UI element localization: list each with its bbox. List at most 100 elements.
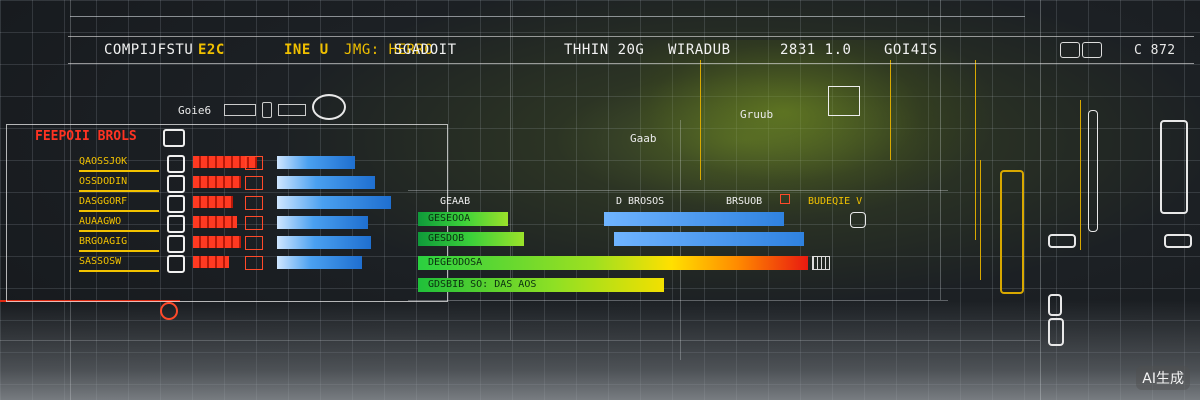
- blue-meter-bar: [277, 176, 375, 189]
- list-item: SASSOSW: [7, 255, 447, 273]
- toggle-switch[interactable]: [1048, 234, 1076, 248]
- row-label: DASGGORF: [79, 196, 159, 212]
- accent-line-yellow: [975, 60, 976, 240]
- list-item: QAOSSJOK: [7, 155, 447, 173]
- blue-status-bar: [604, 212, 784, 226]
- bottom-haze: [0, 300, 1200, 400]
- gauge-icon[interactable]: [312, 94, 346, 120]
- frame-line: [940, 0, 941, 300]
- row-label: AUAAGWO: [79, 216, 159, 232]
- list-item: DASGGORF: [7, 195, 447, 213]
- accent-line-yellow: [980, 160, 981, 280]
- header-title-1: COMPIJFSTU: [104, 42, 194, 58]
- green-status-bar: GESEOOA: [418, 212, 508, 226]
- vertical-track: [1088, 110, 1098, 232]
- row-toggle-button[interactable]: [167, 255, 185, 273]
- status-indicator-icon: [780, 194, 790, 204]
- list-item: OSSDODIN: [7, 175, 447, 193]
- vertical-slider[interactable]: [1160, 120, 1188, 214]
- grid-icon: [812, 256, 830, 270]
- green-status-bar: GDSBIB SO: DAS AOS: [418, 278, 664, 292]
- row-label: BRGOAGIG: [79, 236, 159, 252]
- red-meter-bar: [193, 156, 257, 168]
- frame-line: [0, 340, 1040, 341]
- list-item: AUAAGWO: [7, 215, 447, 233]
- bar-label: GESEOOA: [428, 213, 471, 224]
- vertical-gauge: [1000, 170, 1024, 294]
- toggle-icon[interactable]: [278, 104, 306, 116]
- red-status-icon: [245, 236, 263, 250]
- red-status-icon: [245, 156, 263, 170]
- panel-title-button[interactable]: [163, 129, 185, 147]
- column-header: GEAAB: [440, 196, 471, 207]
- row-label: OSSDODIN: [79, 176, 159, 192]
- blue-meter-bar: [277, 216, 368, 229]
- slider-handle[interactable]: [1048, 318, 1064, 346]
- header-title-9: GOI4IS: [884, 42, 938, 58]
- header-title-6: THHIN 20G: [564, 42, 645, 58]
- toggle-icon[interactable]: [224, 104, 256, 116]
- red-status-icon: [245, 216, 263, 230]
- panel-title: FEEPOII BROLS: [35, 129, 137, 144]
- row-toggle-button[interactable]: [167, 195, 185, 213]
- header-control-button[interactable]: [1082, 42, 1102, 58]
- header-control-button[interactable]: [1060, 42, 1080, 58]
- header-title-7: WIRADUB: [668, 42, 731, 58]
- red-meter-bar: [193, 236, 241, 248]
- header-title-8: 2831 1.0: [780, 42, 852, 58]
- device-icon: [828, 86, 860, 116]
- row-label: SASSOSW: [79, 256, 159, 272]
- red-status-icon: [245, 256, 263, 270]
- group-label: Goie6: [178, 104, 212, 117]
- accent-line-yellow: [700, 60, 701, 180]
- green-status-bar: GESDOB: [418, 232, 524, 246]
- toggle-icon[interactable]: [262, 102, 272, 118]
- bar-label: DEGEODOSA: [428, 257, 483, 268]
- accent-line-yellow: [890, 60, 891, 160]
- group-header: Gruub: [740, 108, 774, 121]
- header-title-3: INE U: [284, 42, 329, 58]
- column-header: D BROSOS: [616, 196, 665, 207]
- toggle-switch[interactable]: [1164, 234, 1192, 248]
- blue-meter-bar: [277, 256, 362, 269]
- row-toggle-button[interactable]: [167, 215, 185, 233]
- blue-meter-bar: [277, 236, 371, 249]
- row-label: QAOSSJOK: [79, 156, 159, 172]
- frame-line: [70, 16, 1025, 17]
- header-title-5: SGADOIT: [394, 42, 457, 58]
- red-meter-bar: [193, 196, 233, 208]
- red-meter-bar: [193, 176, 241, 188]
- header-right-code: C 872: [1134, 42, 1176, 58]
- settings-icon[interactable]: [850, 212, 866, 228]
- gradient-status-bar: DEGEODOSA: [418, 256, 808, 270]
- header-title-2: E2C: [198, 42, 225, 58]
- column-header: BUDEQIE V: [808, 196, 863, 207]
- accent-line-yellow: [1080, 100, 1081, 250]
- column-header: BRSUOB: [726, 196, 763, 207]
- header-title-4: JMG: HERRO: [344, 42, 434, 58]
- blue-status-bar: [614, 232, 804, 246]
- bar-label: GDSBIB SO: DAS AOS: [428, 279, 537, 290]
- blue-meter-bar: [277, 196, 391, 209]
- group-label: Gaab: [630, 132, 657, 145]
- slider-handle[interactable]: [1048, 294, 1062, 316]
- red-meter-bar: [193, 256, 229, 268]
- frame-line: [1040, 0, 1041, 400]
- watermark: AI生成: [1136, 366, 1190, 390]
- row-toggle-button[interactable]: [167, 235, 185, 253]
- red-status-icon: [245, 196, 263, 210]
- blue-meter-bar: [277, 156, 355, 169]
- row-toggle-button[interactable]: [167, 155, 185, 173]
- monitor-panel: FEEPOII BROLS QAOSSJOK OSSDODIN DASGGORF…: [6, 124, 448, 302]
- bar-label: GESDOB: [428, 233, 465, 244]
- frame-line: [70, 0, 71, 400]
- row-toggle-button[interactable]: [167, 175, 185, 193]
- red-meter-bar: [193, 216, 237, 228]
- frame-line: [408, 300, 948, 301]
- alert-icon[interactable]: [160, 302, 178, 320]
- list-item: BRGOAGIG: [7, 235, 447, 253]
- header-bar: COMPIJFSTU E2C INE U JMG: HERRO SGADOIT …: [68, 36, 1194, 64]
- background-glow: [640, 40, 1000, 220]
- frame-line: [510, 0, 511, 340]
- frame-line: [408, 190, 948, 191]
